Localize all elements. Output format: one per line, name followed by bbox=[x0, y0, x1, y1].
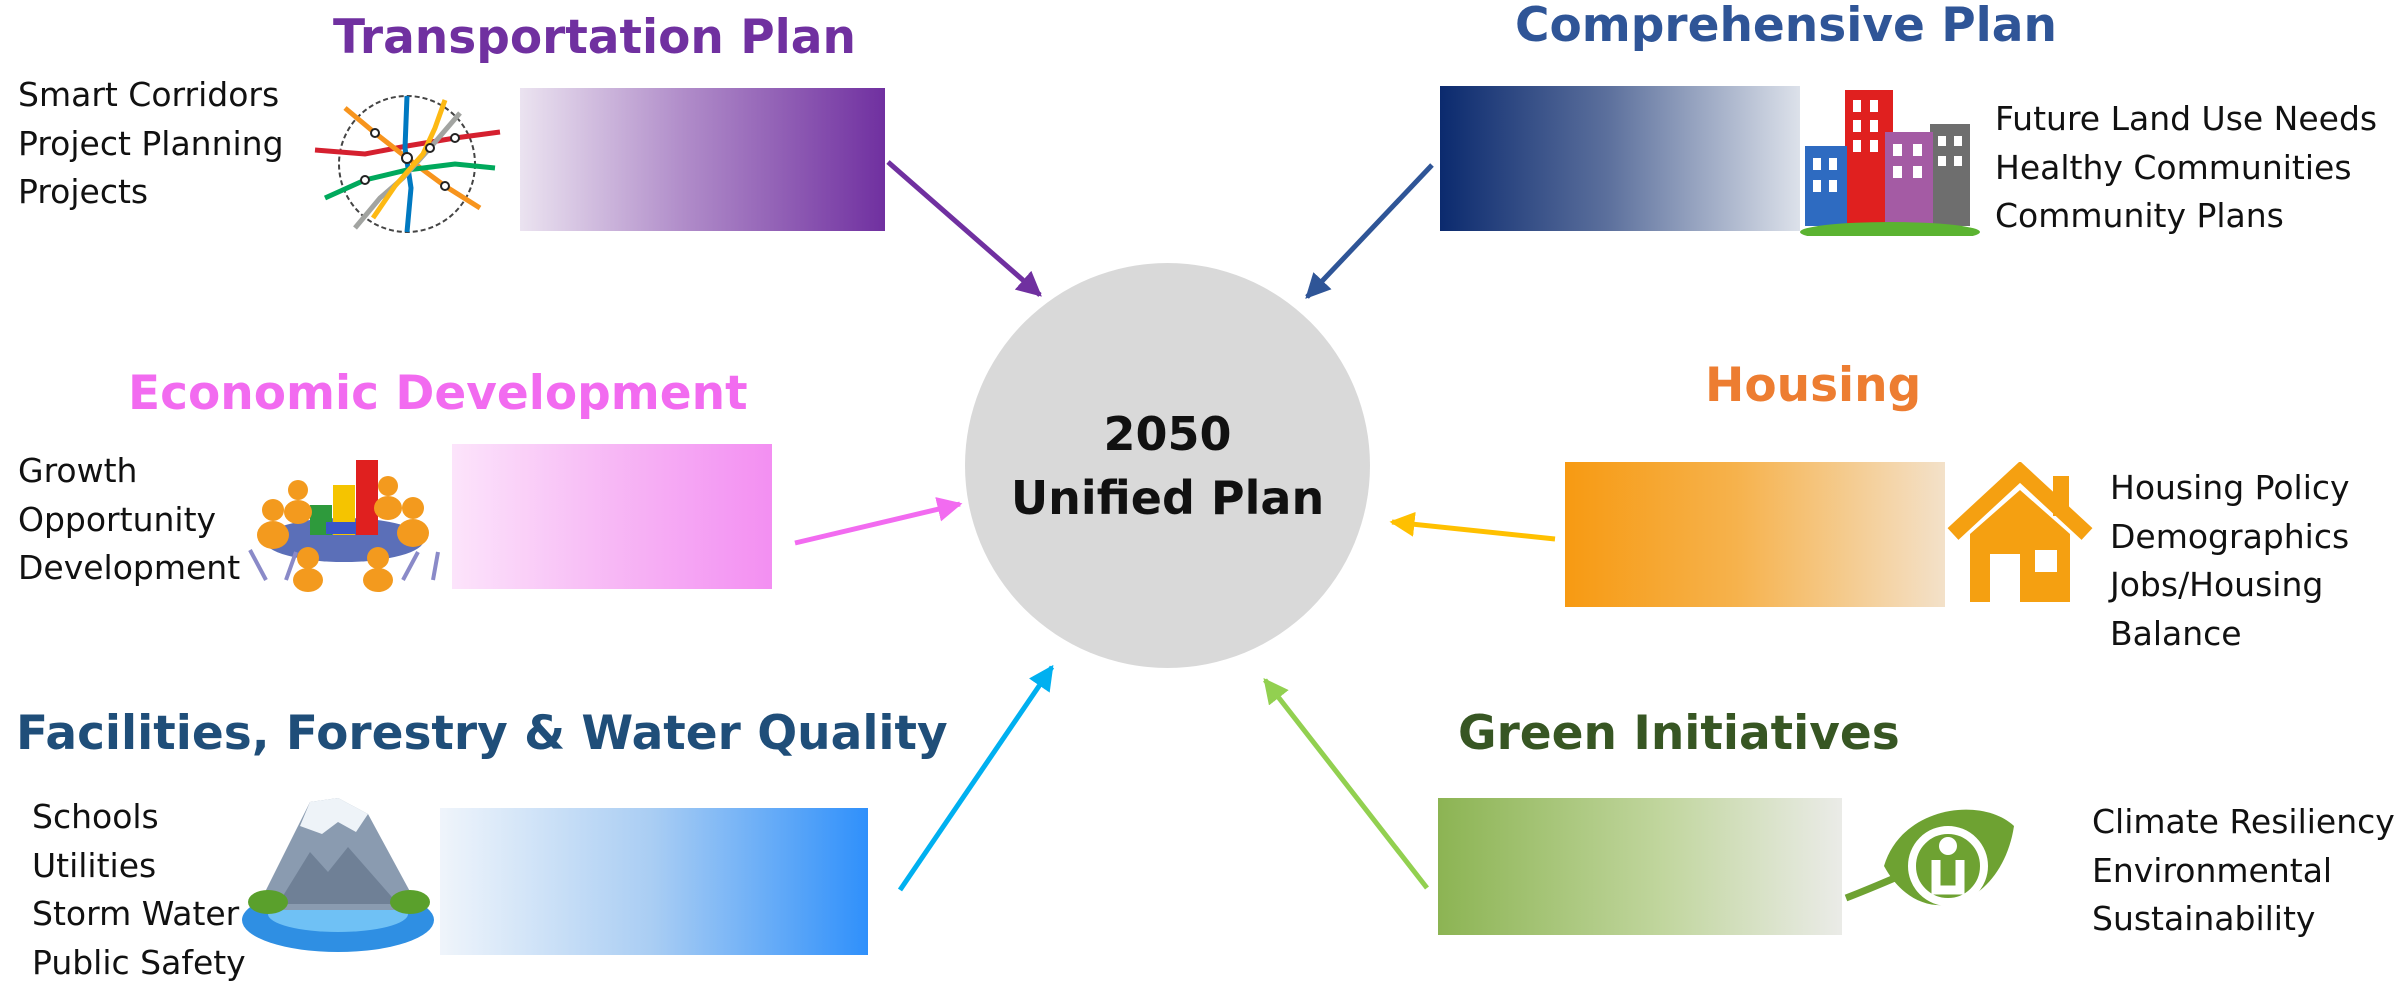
list-item: Growth bbox=[18, 447, 240, 496]
transportation-items: Smart Corridors Project Planning Project… bbox=[18, 71, 284, 217]
list-item: Projects bbox=[18, 168, 284, 217]
green-items: Climate Resiliency Environmental Sustain… bbox=[2092, 798, 2395, 944]
list-item: Demographics bbox=[2110, 513, 2350, 562]
comprehensive-title: Comprehensive Plan bbox=[1515, 2, 2057, 49]
list-item: Sustainability bbox=[2092, 895, 2395, 944]
arrow-economic bbox=[795, 504, 960, 543]
housing-title: Housing bbox=[1705, 362, 1921, 409]
transportation-title: Transportation Plan bbox=[333, 14, 856, 61]
list-item: Community Plans bbox=[1995, 192, 2377, 241]
green-title: Green Initiatives bbox=[1458, 710, 1900, 757]
facilities-title: Facilities, Forestry & Water Quality bbox=[16, 710, 948, 757]
hub-year: 2050 bbox=[1103, 402, 1231, 466]
arrow-green bbox=[1265, 680, 1427, 888]
list-item: Storm Water bbox=[32, 890, 246, 939]
comprehensive-items: Future Land Use Needs Healthy Communitie… bbox=[1995, 95, 2377, 241]
list-item: Development bbox=[18, 544, 240, 593]
list-item: Future Land Use Needs bbox=[1995, 95, 2377, 144]
list-item: Healthy Communities bbox=[1995, 144, 2377, 193]
list-item: Housing Policy bbox=[2110, 464, 2350, 513]
list-item: Public Safety bbox=[32, 939, 246, 987]
list-item: Utilities bbox=[32, 842, 246, 891]
arrow-facilities bbox=[900, 667, 1052, 890]
arrow-transportation bbox=[888, 162, 1040, 295]
list-item: Project Planning bbox=[18, 120, 284, 169]
list-item: Smart Corridors bbox=[18, 71, 284, 120]
arrow-housing bbox=[1392, 522, 1555, 539]
economic-items: Growth Opportunity Development bbox=[18, 447, 240, 593]
list-item: Opportunity bbox=[18, 496, 240, 545]
arrow-comprehensive bbox=[1307, 165, 1432, 297]
list-item: Environmental bbox=[2092, 847, 2395, 896]
list-item: Balance bbox=[2110, 610, 2350, 659]
facilities-items: Schools Utilities Storm Water Public Saf… bbox=[32, 793, 246, 987]
list-item: Jobs/Housing bbox=[2110, 561, 2350, 610]
housing-items: Housing Policy Demographics Jobs/Housing… bbox=[2110, 464, 2350, 658]
center-hub: 2050 Unified Plan bbox=[965, 263, 1370, 668]
list-item: Climate Resiliency bbox=[2092, 798, 2395, 847]
list-item: Schools bbox=[32, 793, 246, 842]
hub-label: Unified Plan bbox=[1011, 466, 1324, 530]
economic-title: Economic Development bbox=[128, 370, 748, 417]
